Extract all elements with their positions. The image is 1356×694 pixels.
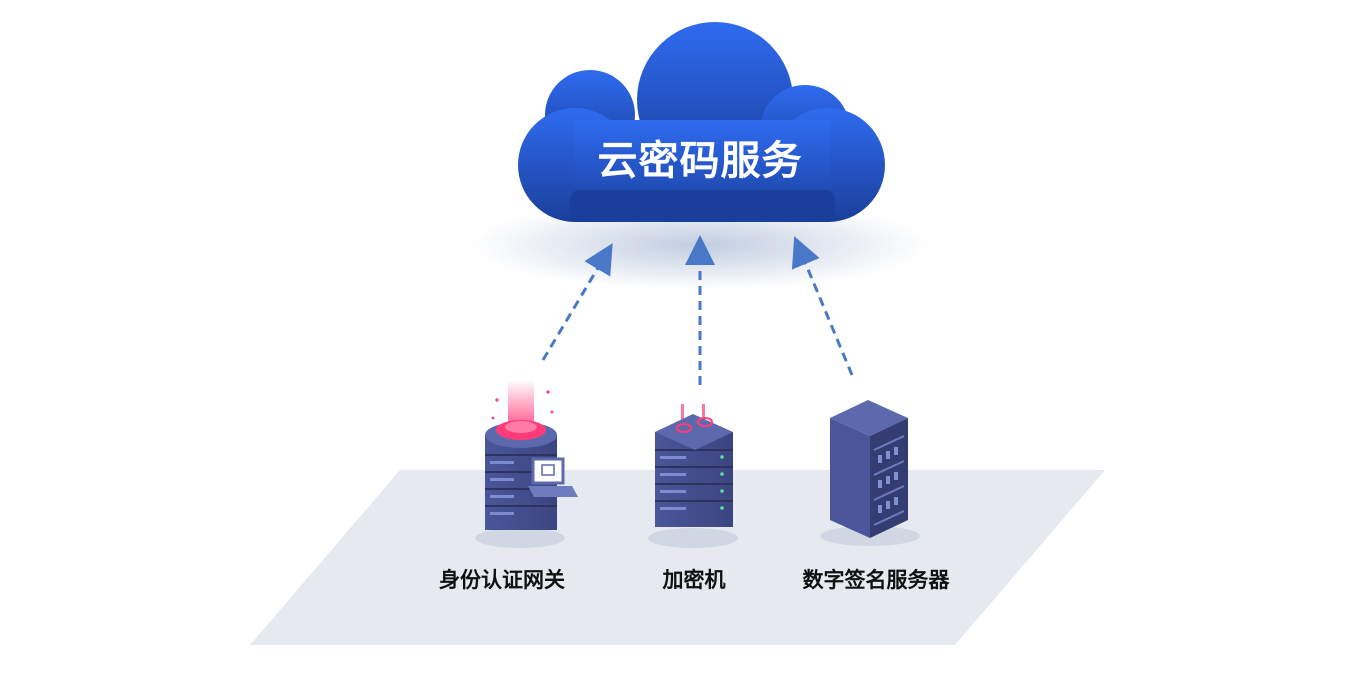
digital-signature-server-icon — [820, 400, 920, 546]
identity-gateway-label: 身份认证网关 — [439, 568, 565, 592]
digital-signature-server-label: 数字签名服务器 — [802, 568, 950, 592]
arrow-gateway-to-cloud — [541, 243, 613, 361]
identity-gateway-server-icon — [475, 380, 578, 548]
arrow-signature-to-cloud — [791, 236, 854, 376]
encryption-machine-icon — [648, 404, 738, 548]
cloud-shape — [518, 22, 885, 222]
cloud-service-title: 云密码服务 — [597, 138, 803, 184]
encryption-machine-label: 加密机 — [662, 568, 726, 592]
